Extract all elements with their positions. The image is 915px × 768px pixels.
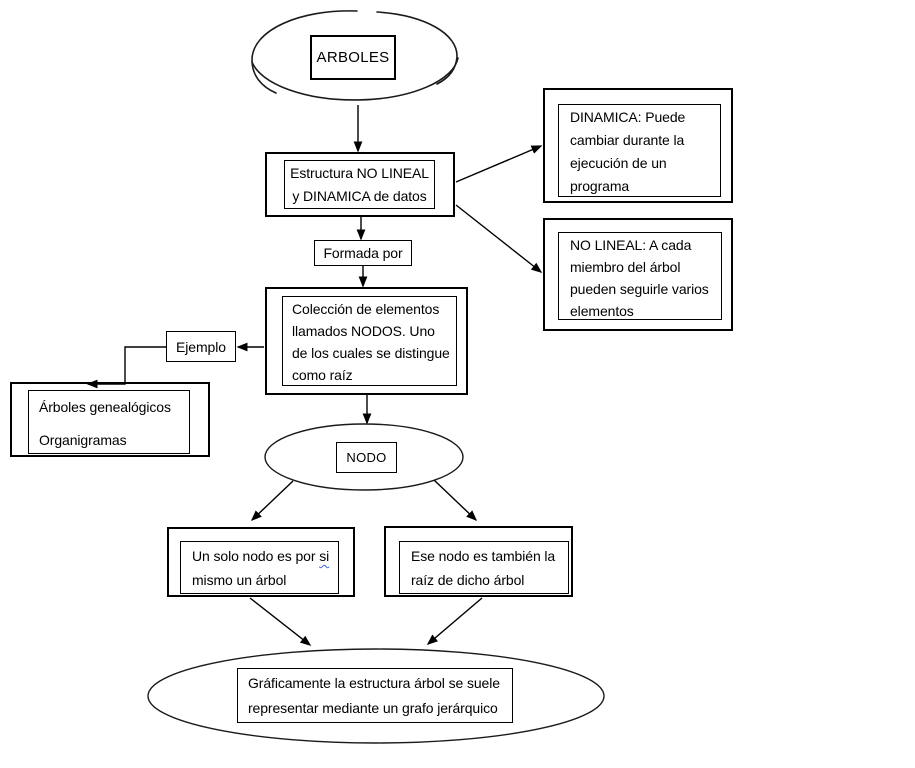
ejemplo-node: Ejemplo xyxy=(166,331,236,362)
ese-nodo-line-2: raíz de dicho árbol xyxy=(411,572,525,588)
coleccion-line-1: Colección de elementos xyxy=(292,301,440,317)
coleccion-line-4: como raíz xyxy=(292,367,353,383)
no-lineal-line-2: miembro del árbol xyxy=(570,259,681,275)
connector-nodo-unsolo xyxy=(250,480,294,522)
connector-estructura-dinamica xyxy=(455,145,543,183)
dinamica-line-3: ejecución de un xyxy=(570,155,667,171)
no-lineal-node: NO LINEAL: A cada miembro del árbol pued… xyxy=(543,218,733,331)
connector-nodo-esenodo xyxy=(433,479,478,522)
dinamica-node: DINAMICA: Puede cambiar durante la ejecu… xyxy=(543,88,733,203)
ejemplos-line-1: Árboles genealógicos xyxy=(39,399,171,415)
graficamente-line-1: Gráficamente la estructura árbol se suel… xyxy=(248,675,500,691)
estructura-line-2: y DINAMICA de datos xyxy=(292,187,427,204)
dinamica-line-1: DINAMICA: Puede xyxy=(570,109,686,125)
nodo-label: NODO xyxy=(346,449,387,465)
ese-nodo-node: Ese nodo es también la raíz de dicho árb… xyxy=(384,526,573,597)
connector-ejemplo-lista xyxy=(86,346,166,389)
no-lineal-line-4: elementos xyxy=(570,303,634,319)
coleccion-node: Colección de elementos llamados NODOS. U… xyxy=(265,287,468,395)
coleccion-line-3: de los cuales se distingue xyxy=(292,345,450,361)
arboles-label: ARBOLES xyxy=(316,48,390,66)
spellcheck-word: si xyxy=(319,548,330,564)
coleccion-line-2: llamados NODOS. Uno xyxy=(292,323,435,339)
ejemplo-label: Ejemplo xyxy=(176,338,226,355)
formada-por-node: Formada por xyxy=(314,240,412,266)
graficamente-line-2: representar mediante un grafo jerárquico xyxy=(248,700,498,716)
connector-estructura-nolineal xyxy=(455,204,543,273)
dinamica-line-2: cambiar durante la xyxy=(570,132,685,148)
connector-unsolo-graficamente xyxy=(249,597,312,646)
formada-por-label: Formada por xyxy=(323,245,403,261)
title-ellipse xyxy=(251,10,459,101)
ese-nodo-line-1: Ese nodo es también la xyxy=(411,548,556,564)
graficamente-ellipse xyxy=(147,648,605,744)
graficamente-node: Gráficamente la estructura árbol se suel… xyxy=(237,668,513,723)
ejemplos-lista-node: Árboles genealógicos Organigramas xyxy=(10,382,210,457)
connector-esenodo-graficamente xyxy=(426,597,483,645)
un-solo-nodo-node: Un solo nodo es por si mismo un árbol xyxy=(167,527,355,597)
arboles-node: ARBOLES xyxy=(310,35,396,80)
no-lineal-line-3: pueden seguirle varios xyxy=(570,281,709,297)
estructura-line-1: Estructura NO LINEAL xyxy=(290,164,429,181)
estructura-node: Estructura NO LINEAL y DINAMICA de datos xyxy=(265,152,455,217)
nodo-node: NODO xyxy=(336,442,397,473)
un-solo-line-1: Un solo nodo es por si xyxy=(192,548,330,564)
dinamica-line-4: programa xyxy=(570,178,630,194)
no-lineal-line-1: NO LINEAL: A cada xyxy=(570,237,692,253)
ejemplos-line-2: Organigramas xyxy=(39,432,127,448)
un-solo-line-2: mismo un árbol xyxy=(192,572,287,588)
